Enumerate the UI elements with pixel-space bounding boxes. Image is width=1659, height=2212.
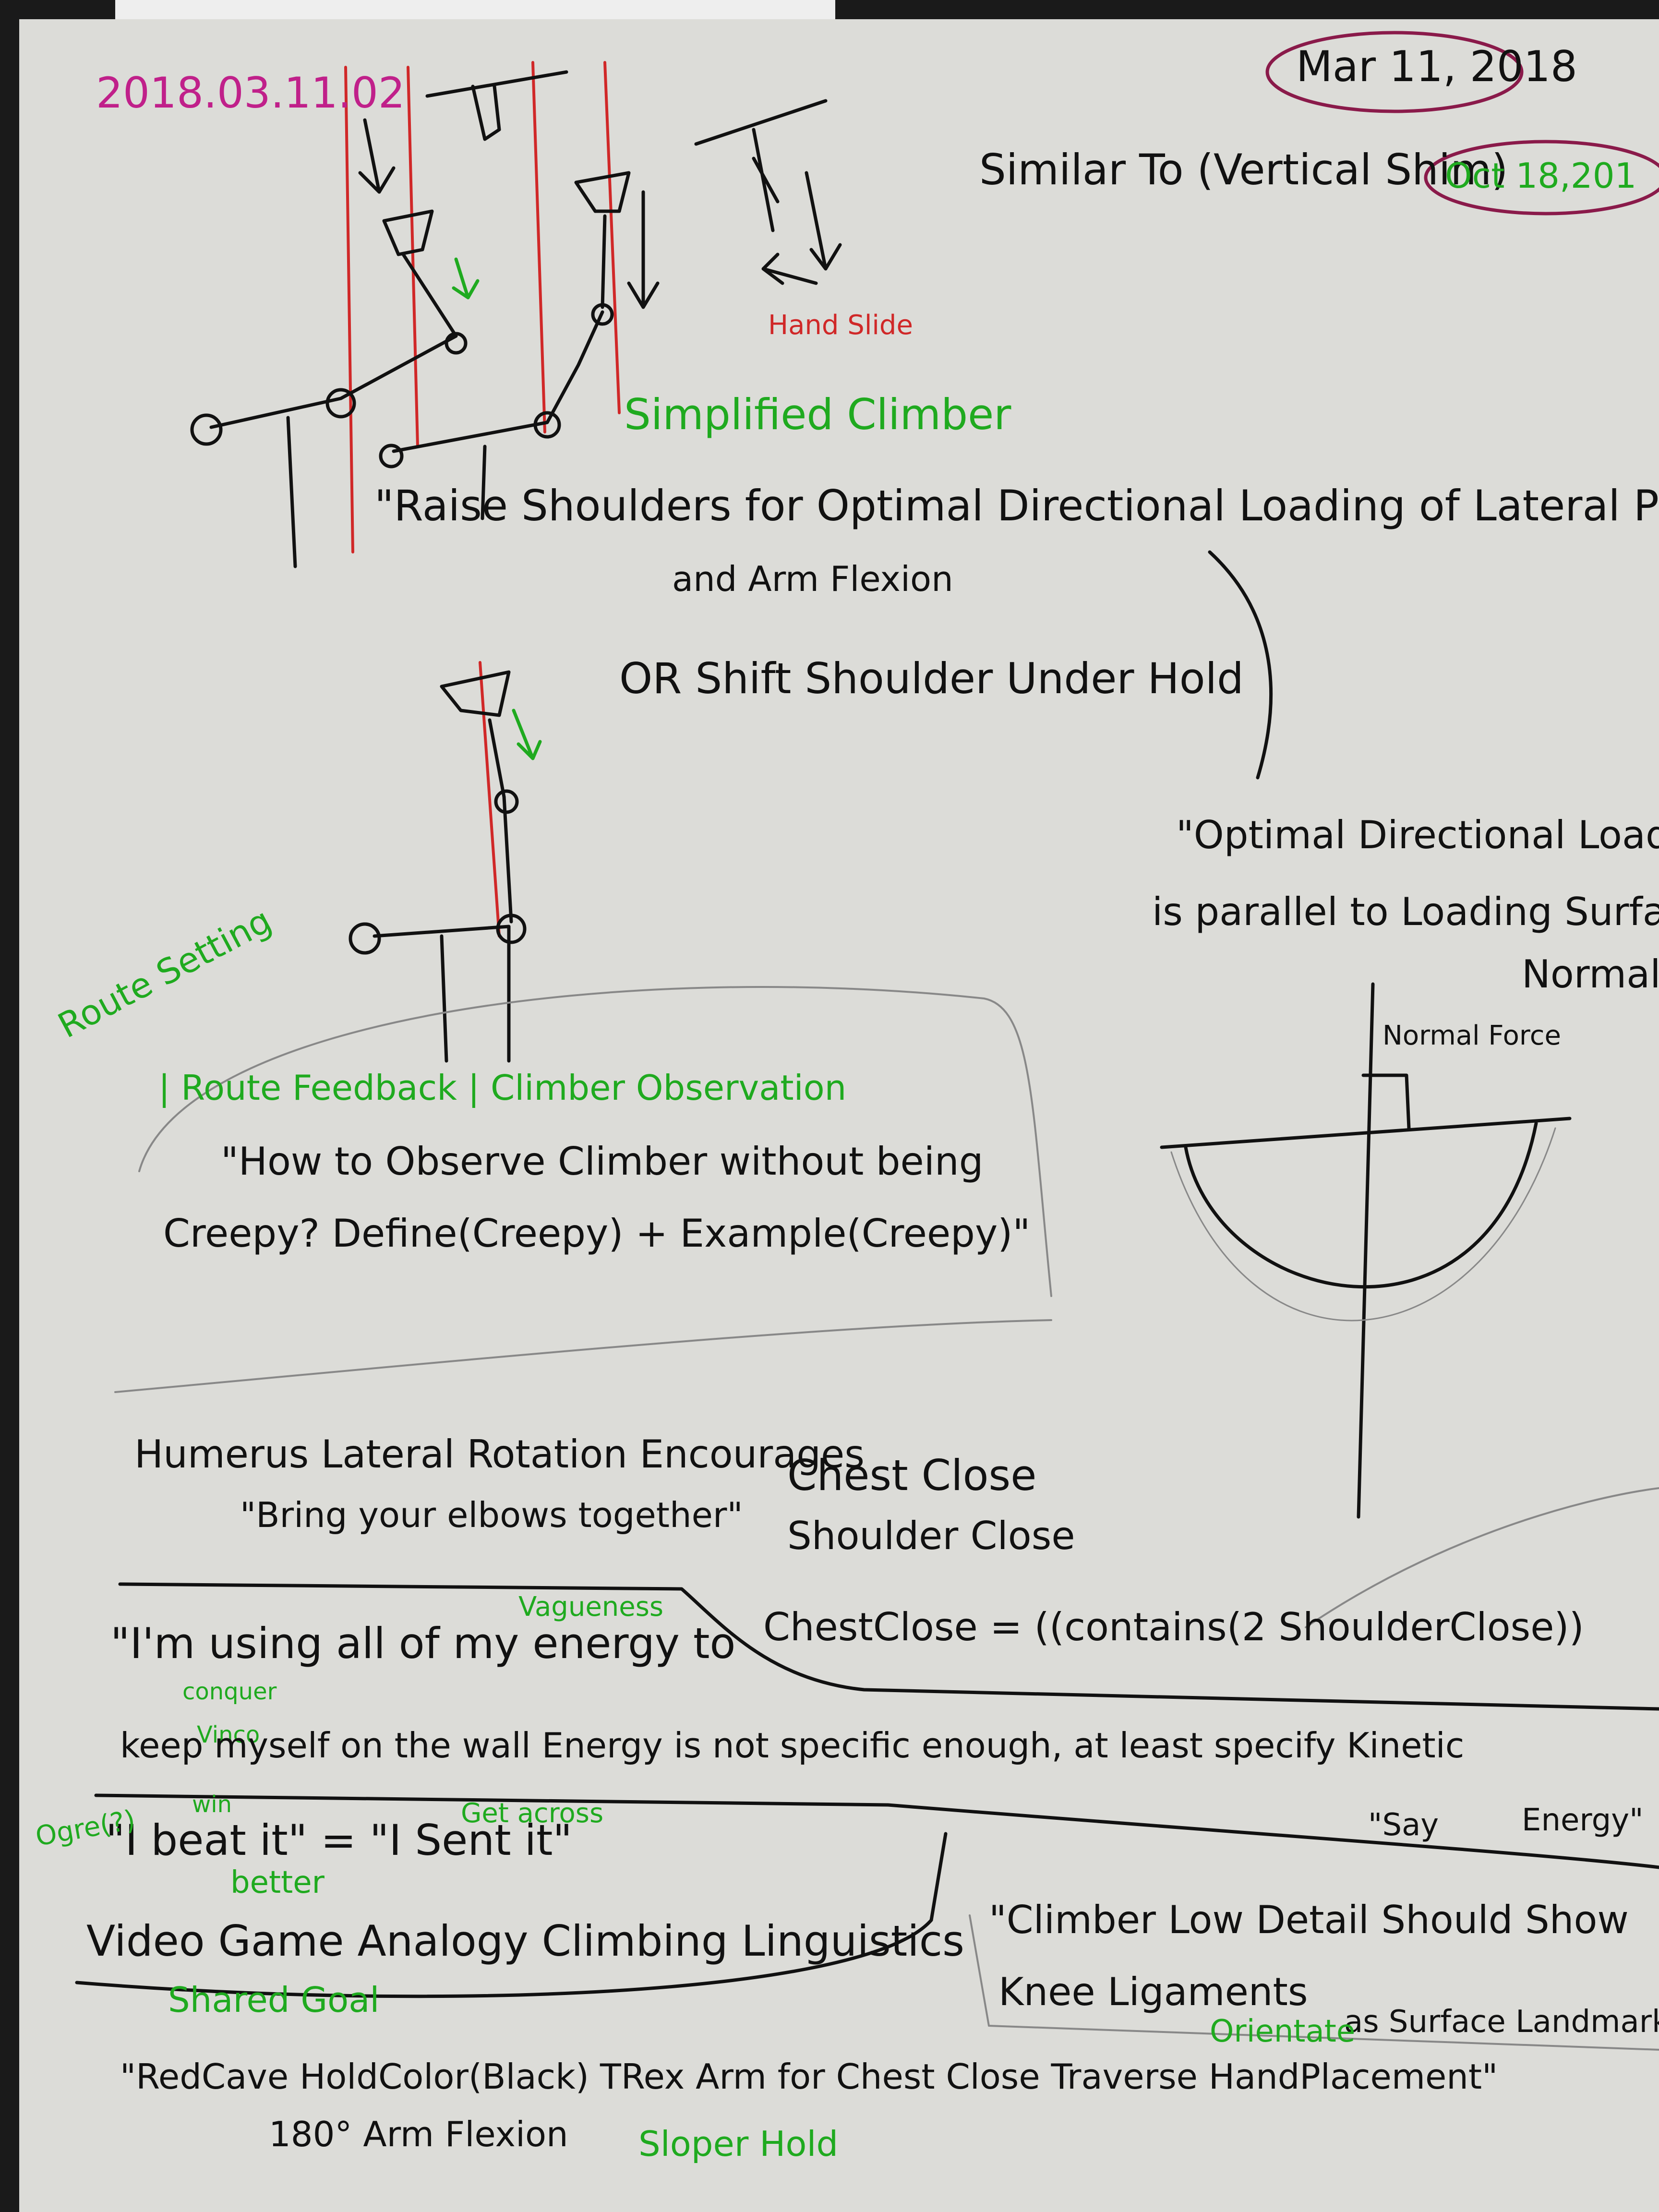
down-arrow-3	[805, 171, 842, 271]
optimal-loading-line-3: Normal"	[1522, 952, 1659, 997]
climber-figure-2	[392, 171, 631, 520]
energy-quote-line-1: "I'm using all of my energy to	[110, 1619, 736, 1668]
beat-it-quote: "I beat it" = "I Sent it"	[106, 1815, 572, 1865]
hold-sketch-top	[425, 70, 828, 232]
or-shift-note: OR Shift Shoulder Under Hold	[619, 654, 1244, 703]
climber-low-detail-line-3: as Surface Landmarks	[1344, 2004, 1659, 2040]
date-ellipse	[1265, 31, 1524, 113]
barcode-label	[115, 0, 835, 19]
energy-word-note: Energy"	[1522, 1803, 1644, 1838]
route-feedback-tag: | Route Feedback | Climber Observation	[158, 1068, 847, 1108]
redcave-note: "RedCave HoldColor(Black) TRex Arm for C…	[120, 2056, 1498, 2097]
ref-date: Oct 18,201	[1445, 156, 1637, 196]
vinco-tag: Vinco	[197, 1721, 260, 1748]
climber-figure-1	[209, 209, 458, 568]
down-arrow-2	[627, 190, 660, 309]
left-arrow	[761, 252, 818, 285]
section-divider-right	[1305, 1487, 1659, 1628]
conquer-tag: conquer	[182, 1678, 277, 1705]
observe-climber-line-2: Creepy? Define(Creepy) + Example(Creepy)…	[163, 1211, 1031, 1256]
connector-curve	[1208, 550, 1273, 780]
win-tag: win	[192, 1791, 232, 1818]
energy-quote-line-2: keep myself on the wall Energy is not sp…	[120, 1725, 1465, 1766]
down-arrow-1	[358, 118, 396, 194]
ref-date-ellipse	[1424, 140, 1659, 216]
section-divider-bottom	[75, 1832, 948, 1998]
page-date: Mar 11, 2018	[1296, 42, 1577, 91]
section-divider-humerus	[118, 1582, 1659, 1711]
green-arrow-2	[512, 709, 542, 760]
humerus-note: Humerus Lateral Rotation Encourages	[134, 1432, 865, 1477]
orientate-tag: Orientate	[1210, 2014, 1356, 2049]
optimal-loading-line-1: "Optimal Directional Loading	[1176, 813, 1659, 857]
say-note: "Say	[1368, 1807, 1439, 1843]
arm-flexion-note: and Arm Flexion	[672, 559, 953, 599]
raise-shoulders-note: "Raise Shoulders for Optimal Directional…	[374, 481, 1659, 530]
climber-figure-3	[373, 670, 513, 1063]
green-arrow-1	[452, 257, 480, 300]
section-divider-route	[138, 986, 1052, 1297]
normal-force-label: Normal Force	[1382, 1020, 1561, 1051]
arm-flexion-180-note: 180° Arm Flexion	[269, 2114, 568, 2154]
climber-low-detail-line-2: Knee Ligaments	[998, 1970, 1308, 2014]
observe-climber-line-1: "How to Observe Climber without being	[221, 1139, 984, 1184]
chest-close-note: Chest Close	[787, 1451, 1037, 1500]
similar-to-note: Similar To (Vertical Shim)	[979, 145, 1508, 194]
wall-guide-lines	[344, 61, 621, 938]
section-divider-energy	[94, 1793, 1659, 1869]
sloper-hold-tag: Sloper Hold	[638, 2124, 839, 2164]
shared-goal-tag: Shared Goal	[168, 1980, 380, 2020]
elbows-quote: "Bring your elbows together"	[240, 1495, 743, 1535]
video-game-note: Video Game Analogy Climbing Linguistics	[86, 1916, 964, 1966]
paper-sheet	[19, 19, 1659, 2212]
better-tag: better	[230, 1865, 325, 1900]
section-divider-mid	[114, 1319, 1052, 1393]
id-stamp: 2018.03.11.02	[96, 68, 405, 118]
section-divider-right-bottom	[969, 1914, 1659, 2051]
shoulder-close-note: Shoulder Close	[787, 1514, 1075, 1558]
simplified-climber-label: Simplified Climber	[624, 390, 1011, 439]
get-across-tag: Get across	[461, 1798, 604, 1829]
climber-low-detail-line-1: "Climber Low Detail Should Show	[989, 1898, 1629, 1942]
vagueness-tag: Vagueness	[518, 1591, 664, 1623]
loading-surface-diagram	[1160, 982, 1572, 1519]
hand-slide-label: Hand Slide	[768, 310, 913, 341]
optimal-loading-line-2: is parallel to Loading Surface	[1152, 890, 1659, 934]
chest-contains-note: ChestClose = ((contains(2 ShoulderClose)…	[763, 1605, 1584, 1649]
